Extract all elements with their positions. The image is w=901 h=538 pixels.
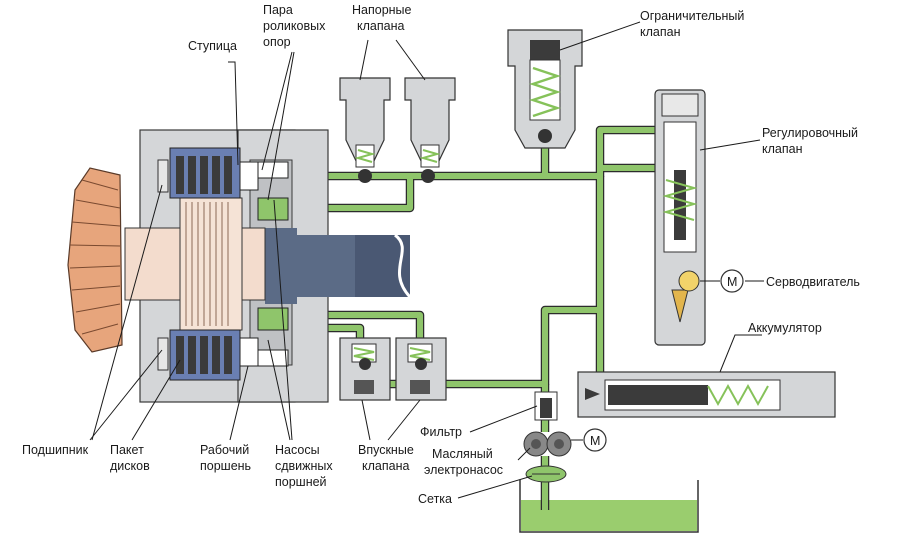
- input-shaft: [124, 197, 266, 331]
- label-bearing: Подшипник: [22, 443, 89, 457]
- label-pressure-valves-2: клапана: [357, 19, 404, 33]
- control-valve: [654, 89, 706, 346]
- label-oil-pump-1: Масляный: [432, 447, 493, 461]
- label-disc-pack-1: Пакет: [110, 443, 144, 457]
- label-pressure-valves-1: Напорные: [352, 3, 412, 17]
- label-disc-pack-2: дисков: [110, 459, 150, 473]
- label-control-valve-1: Регулировочный: [762, 126, 858, 140]
- label-inlet-valves-1: Впускные: [358, 443, 414, 457]
- oil-electric-pump: M: [523, 428, 607, 457]
- pressure-valve-right: [404, 77, 456, 183]
- label-work-piston-2: поршень: [200, 459, 251, 473]
- inlet-valve-right: [395, 337, 447, 401]
- leader-lines: [89, 21, 764, 499]
- label-control-valve-2: клапан: [762, 142, 803, 156]
- filter: [534, 391, 558, 421]
- labels: Ступица Пара роликовых опор Напорные кла…: [22, 3, 860, 506]
- output-shaft: [255, 228, 412, 304]
- inlet-valve-left: [339, 337, 391, 401]
- bevel-gear: [67, 167, 123, 353]
- servo-motor-letter: M: [727, 275, 737, 289]
- oil-tank: [519, 480, 699, 533]
- servo-motor-symbol: M: [700, 269, 744, 293]
- disc-pack-top: [157, 147, 241, 199]
- label-inlet-valves-2: клапана: [362, 459, 409, 473]
- limit-valve: [507, 29, 583, 149]
- pump-motor-letter: M: [590, 434, 600, 448]
- label-pumps-1: Насосы: [275, 443, 320, 457]
- pressure-valve-left: [339, 77, 391, 183]
- label-roller-pair-1: Пара: [263, 3, 293, 17]
- label-filter: Фильтр: [420, 425, 462, 439]
- label-servo: Серводвигатель: [766, 275, 860, 289]
- label-accumulator: Аккумулятор: [748, 321, 822, 335]
- disc-pack-bottom: [157, 329, 241, 381]
- label-roller-pair-2: роликовых: [263, 19, 326, 33]
- strainer: [525, 465, 567, 483]
- label-limit-valve-1: Ограничительный: [640, 9, 744, 23]
- label-roller-pair-3: опор: [263, 35, 291, 49]
- accumulator: [577, 371, 836, 418]
- label-limit-valve-2: клапан: [640, 25, 681, 39]
- label-pumps-2: сдвижных: [275, 459, 333, 473]
- label-pumps-3: поршней: [275, 475, 327, 489]
- label-work-piston-1: Рабочий: [200, 443, 249, 457]
- label-oil-pump-2: электронасос: [424, 463, 503, 477]
- piston-pumps: [239, 161, 289, 367]
- label-strainer: Сетка: [418, 492, 452, 506]
- label-hub: Ступица: [188, 39, 237, 53]
